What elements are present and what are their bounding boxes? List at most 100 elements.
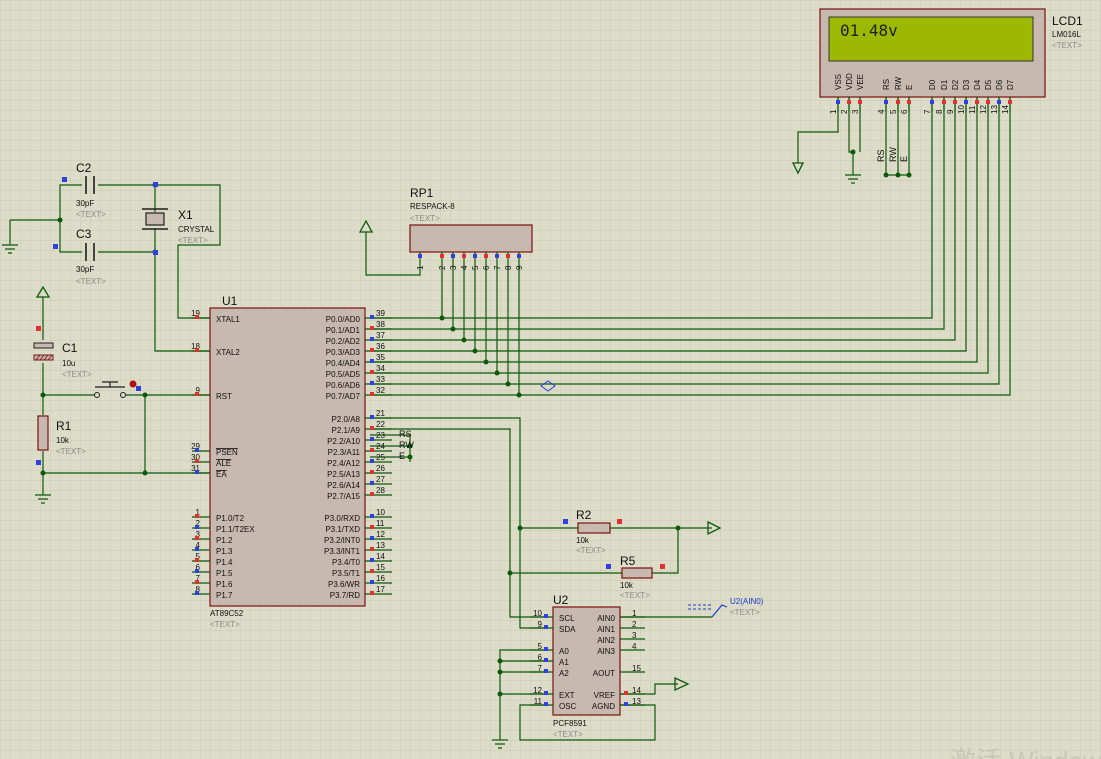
u1-pin-number: 10 [376, 508, 385, 517]
u1-pin-name: P2.3/A11 [328, 448, 361, 457]
lcd-pin-number: 9 [946, 109, 955, 114]
u2-pin-number: 13 [632, 697, 641, 706]
pin-marker [495, 254, 499, 258]
net-label: RW [888, 147, 898, 162]
u1-pin-number: 37 [376, 331, 385, 340]
u1-pin-number: 18 [191, 342, 200, 351]
pin-marker [370, 337, 374, 341]
lcd-pin-name: RS [882, 79, 891, 90]
u1-part: AT89C52 [210, 609, 244, 618]
pin-marker [370, 580, 374, 584]
u2-pin-name: AIN2 [597, 636, 615, 645]
lcd-pin-number: 4 [877, 109, 886, 114]
lcd-pin-name: VEE [856, 74, 865, 90]
pin-marker [153, 250, 158, 255]
lcd-pin-number: 5 [889, 109, 898, 114]
pin-marker [544, 647, 548, 651]
pin-marker [370, 536, 374, 540]
terminal-arrow-icon [707, 520, 722, 536]
u1-pin-number: 19 [191, 309, 200, 318]
pin-marker [195, 392, 199, 396]
u1-pin-number: 32 [376, 386, 385, 395]
u1-pin-number: 25 [376, 453, 385, 462]
u2-pin-number: 2 [632, 620, 637, 629]
pin-marker [195, 558, 199, 562]
u2-body [552, 606, 621, 716]
pin-marker [370, 558, 374, 562]
u1-pin-number: 15 [376, 563, 385, 572]
r2-ref: R2 [576, 508, 592, 522]
u1-pin-number: 16 [376, 574, 385, 583]
ground-symbols [2, 162, 861, 749]
x1[interactable]: X1 CRYSTAL <TEXT> [142, 182, 215, 255]
c2[interactable]: C2 30pF <TEXT> [62, 161, 106, 219]
pin-marker [195, 348, 199, 352]
net-label: RS [876, 149, 886, 162]
c1[interactable]: C1 10u <TEXT> [33, 326, 92, 379]
net-label: E [399, 451, 405, 461]
u1-pin-name: P3.4/T0 [332, 558, 361, 567]
lcd-pin-name: E [905, 85, 914, 90]
u1[interactable]: U1 AT89C52 <TEXT> 19XTAL118XTAL29RST29PS… [191, 294, 392, 629]
resistor-icon [37, 415, 49, 451]
pin-marker [370, 370, 374, 374]
lcd-text-tag: <TEXT> [1052, 41, 1082, 50]
u1-pin-name: P3.3/INT1 [324, 547, 361, 556]
pin-marker [660, 564, 665, 569]
pin-marker [606, 564, 611, 569]
u1-pin-number: 31 [191, 464, 200, 473]
u1-pin-name: P0.2/AD2 [326, 337, 361, 346]
c2-value: 30pF [76, 199, 94, 208]
u1-pin-name: P0.5/AD5 [326, 370, 361, 379]
u2[interactable]: U2 PCF8591 <TEXT> 10SCL9SDA5A06A17A212EX… [530, 593, 645, 739]
pin-marker [370, 315, 374, 319]
lcd1[interactable]: 01.48v VSS1VDD2VEE3RS4RW5E6D07D18D29D310… [819, 8, 1083, 114]
u1-pin-number: 36 [376, 342, 385, 351]
lcd-pin-number: 1 [829, 109, 838, 114]
probe-marker-icon[interactable] [540, 380, 556, 392]
net-label: RS [399, 429, 412, 439]
r5[interactable]: R5 10k <TEXT> [606, 554, 665, 600]
power-symbols [35, 219, 722, 692]
rp1-body [409, 224, 533, 253]
u2-part: PCF8591 [553, 719, 587, 728]
u2-pin-number: 5 [538, 642, 543, 651]
lcd-pin-name: D6 [995, 79, 1004, 90]
u1-pin-number: 13 [376, 541, 385, 550]
c3-text-tag: <TEXT> [76, 277, 106, 286]
pin-marker [370, 448, 374, 452]
u1-pin-number: 2 [196, 519, 201, 528]
lcd-pin-name: D1 [940, 79, 949, 90]
u1-pin-name: ALE [216, 459, 231, 468]
reset-button[interactable] [94, 380, 142, 398]
lcd-pin-number: 3 [851, 109, 860, 114]
pin-marker [195, 315, 199, 319]
r1[interactable]: R1 10k <TEXT> [36, 415, 86, 465]
u1-pin-name: P0.6/AD6 [326, 381, 361, 390]
u1-pin-number: 29 [191, 442, 200, 451]
r2-text-tag: <TEXT> [576, 546, 606, 555]
r2[interactable]: R2 10k <TEXT> [563, 508, 622, 555]
pin-marker [624, 702, 628, 706]
c3[interactable]: C3 30pF <TEXT> [53, 227, 106, 286]
u1-pin-number: 3 [196, 530, 201, 539]
r5-text-tag: <TEXT> [620, 591, 650, 600]
u2-pin-number: 3 [632, 631, 637, 640]
lcd-pin-number: 12 [979, 105, 988, 114]
u2-pin-name: VREF [594, 691, 615, 700]
button-actuator-icon[interactable] [129, 380, 137, 388]
u1-pin-number: 17 [376, 585, 385, 594]
u2-pin-name: AIN1 [597, 625, 615, 634]
rp1-pin-number: 1 [416, 265, 425, 270]
voltage-probe[interactable]: U2(AIN0) <TEXT> [688, 597, 764, 618]
net-label: E [899, 156, 909, 162]
pin-marker [953, 100, 957, 104]
probe-icon [711, 604, 728, 618]
u1-pin-name: P1.0/T2 [216, 514, 245, 523]
rp1-pin-number: 4 [460, 265, 469, 270]
capacitor-icon [85, 243, 95, 261]
